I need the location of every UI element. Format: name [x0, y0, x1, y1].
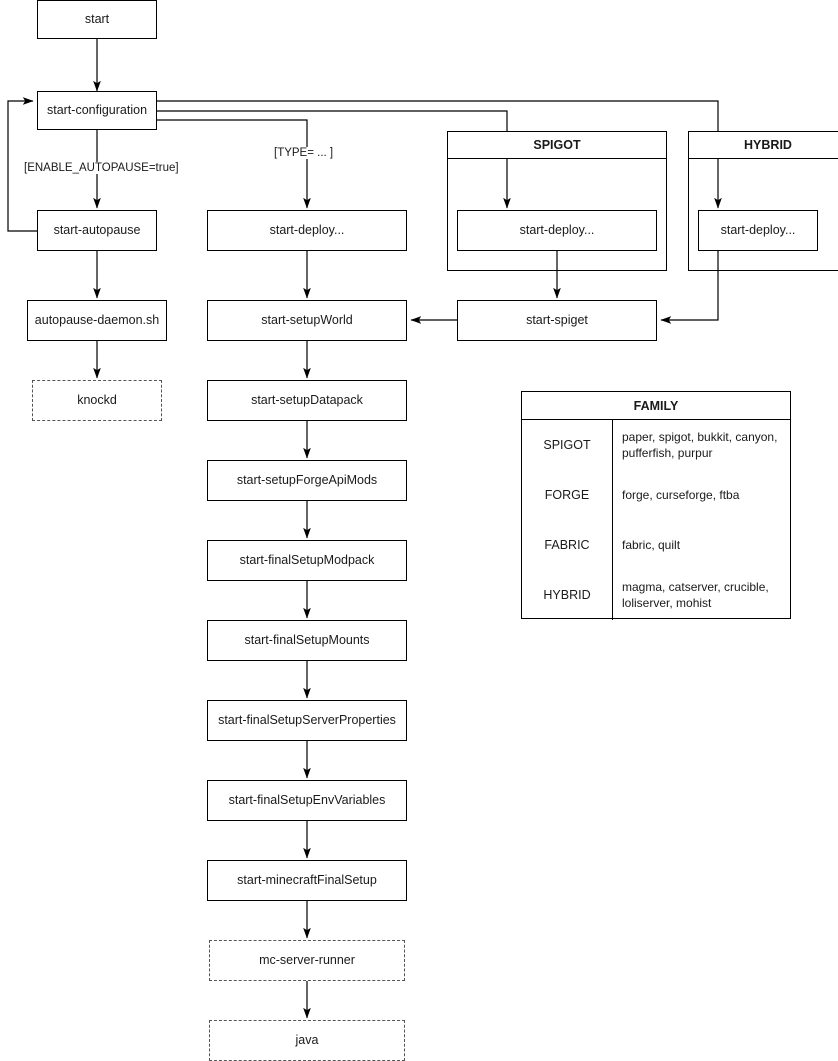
node-label: start-setupDatapack — [251, 393, 363, 407]
family-key: FORGE — [522, 470, 613, 520]
node-start-finalSetupModpack[interactable]: start-finalSetupModpack — [207, 540, 407, 581]
family-value: forge, curseforge, ftba — [622, 487, 740, 502]
node-label: start-finalSetupMounts — [244, 633, 370, 647]
family-legend-row: FORGE forge, curseforge, ftba — [522, 470, 790, 520]
node-start-configuration[interactable]: start-configuration — [37, 91, 157, 130]
node-spigot-start-deploy[interactable]: start-deploy... — [457, 210, 657, 251]
edge-label-type-filter: [TYPE= ... ] — [272, 147, 336, 159]
node-label: start-deploy... — [269, 223, 345, 237]
family-legend-row: FABRIC fabric, quilt — [522, 520, 790, 570]
node-start-setupWorld[interactable]: start-setupWorld — [207, 300, 407, 341]
family-key: HYBRID — [522, 570, 613, 620]
family-legend-row: HYBRID magma, catserver, crucible, lolis… — [522, 570, 790, 620]
node-label: start-deploy... — [519, 223, 595, 237]
node-label: start-deploy... — [720, 223, 796, 237]
node-label: start-spiget — [526, 313, 588, 327]
node-label: start — [84, 12, 110, 26]
node-start-finalSetupMounts[interactable]: start-finalSetupMounts — [207, 620, 407, 661]
family-legend-row: SPIGOT paper, spigot, bukkit, canyon, pu… — [522, 420, 790, 470]
node-start-minecraftFinalSetup[interactable]: start-minecraftFinalSetup — [207, 860, 407, 901]
node-java[interactable]: java — [209, 1020, 405, 1061]
family-key: FABRIC — [522, 520, 613, 570]
family-legend-header: FAMILY — [522, 392, 790, 420]
node-label: start-setupForgeApiMods — [236, 473, 378, 487]
group-spigot: SPIGOT — [447, 131, 667, 271]
node-label: start-setupWorld — [261, 313, 353, 327]
family-value: magma, catserver, crucible, loliserver, … — [622, 579, 769, 610]
node-start-finalSetupEnvVariables[interactable]: start-finalSetupEnvVariables — [207, 780, 407, 821]
group-hybrid: HYBRID — [688, 131, 838, 271]
node-label: start-minecraftFinalSetup — [237, 873, 377, 887]
node-start-autopause[interactable]: start-autopause — [37, 210, 157, 251]
group-spigot-title: SPIGOT — [448, 132, 666, 159]
node-label: java — [295, 1033, 319, 1047]
node-label: mc-server-runner — [259, 953, 355, 967]
node-autopause-daemon-sh[interactable]: autopause-daemon.sh — [27, 300, 167, 341]
family-value: fabric, quilt — [622, 537, 681, 552]
node-start-deploy-main[interactable]: start-deploy... — [207, 210, 407, 251]
node-label: autopause-daemon.sh — [34, 313, 160, 327]
family-value: paper, spigot, bukkit, canyon, pufferfis… — [622, 429, 778, 460]
group-hybrid-title: HYBRID — [689, 132, 838, 159]
node-start[interactable]: start — [37, 0, 157, 39]
node-knockd[interactable]: knockd — [32, 380, 162, 421]
node-start-setupDatapack[interactable]: start-setupDatapack — [207, 380, 407, 421]
node-label: start-finalSetupModpack — [239, 553, 375, 567]
node-hybrid-start-deploy[interactable]: start-deploy... — [698, 210, 818, 251]
family-key: SPIGOT — [522, 420, 613, 470]
node-start-setupForgeApiMods[interactable]: start-setupForgeApiMods — [207, 460, 407, 501]
edge-label-enable-autopause: [ENABLE_AUTOPAUSE=true] — [22, 162, 181, 174]
node-label: start-autopause — [53, 223, 141, 237]
node-label: start-finalSetupEnvVariables — [228, 793, 386, 807]
node-mc-server-runner[interactable]: mc-server-runner — [209, 940, 405, 981]
node-label: start-configuration — [46, 103, 148, 117]
family-legend: FAMILY SPIGOT paper, spigot, bukkit, can… — [521, 391, 791, 620]
node-start-spiget[interactable]: start-spiget — [457, 300, 657, 341]
node-label: start-finalSetupServerProperties — [218, 713, 396, 727]
node-label: knockd — [77, 393, 117, 407]
node-start-finalSetupServerProperties[interactable]: start-finalSetupServerProperties — [207, 700, 407, 741]
